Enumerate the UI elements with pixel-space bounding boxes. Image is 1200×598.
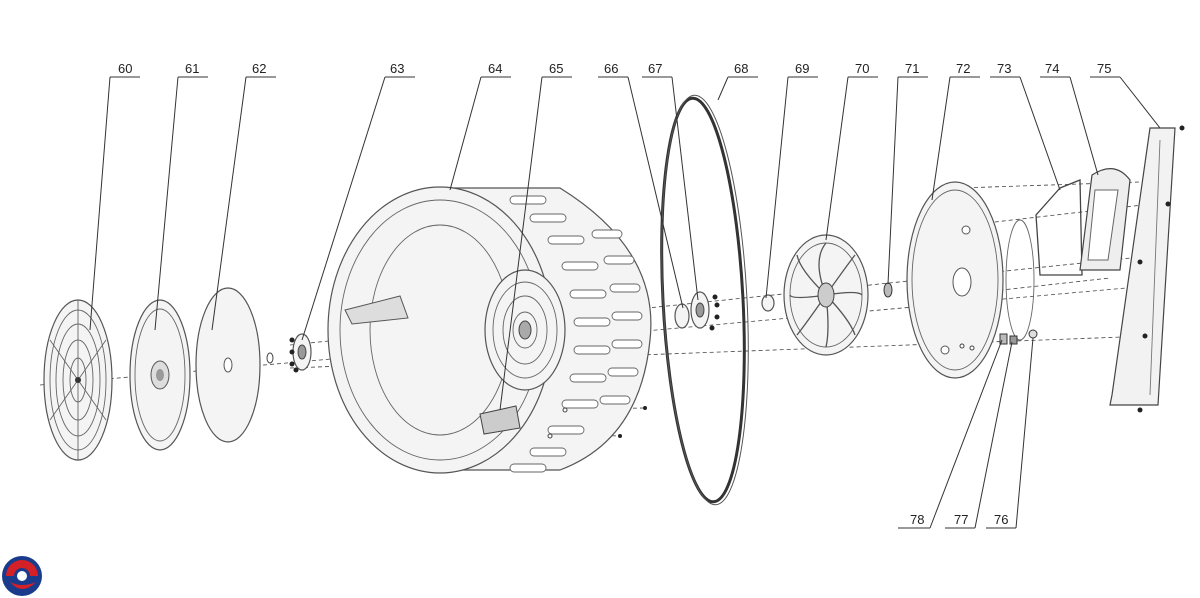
part-61-front-plate: [129, 299, 191, 451]
callout-75: 75: [1097, 61, 1111, 76]
part-64-drum: [327, 186, 652, 474]
callout-63: 63: [390, 61, 404, 76]
callout-67: 67: [648, 61, 662, 76]
part-73-gasket: [1005, 179, 1083, 341]
part-71-washer: [883, 282, 893, 298]
drum-screws: [547, 406, 647, 439]
part-65-drum-back: [479, 269, 566, 435]
part-68-drive-belt: [660, 94, 749, 506]
callout-64: 64: [488, 61, 502, 76]
callout-62: 62: [252, 61, 266, 76]
callout-66: 66: [604, 61, 618, 76]
callout-68: 68: [734, 61, 748, 76]
callout-69: 69: [795, 61, 809, 76]
callout-65: 65: [549, 61, 563, 76]
callout-73: 73: [997, 61, 1011, 76]
brand-logo-icon: [2, 556, 42, 596]
callout-labels: 60 61 62 63 64 65 66 67 68 69 70 71 72 7…: [118, 61, 1111, 527]
part-72-rear-panel: [906, 181, 1004, 379]
callout-74: 74: [1045, 61, 1059, 76]
part-66-67-rear-bearing: [674, 291, 720, 331]
callout-77: 77: [954, 512, 968, 527]
part-75-rear-bracket: [1109, 125, 1185, 413]
callout-61: 61: [185, 61, 199, 76]
callout-78: 78: [910, 512, 924, 527]
part-70-fan-impeller: [783, 234, 869, 356]
part-63-front-bearing: [289, 333, 312, 373]
callout-72: 72: [956, 61, 970, 76]
callout-60: 60: [118, 61, 132, 76]
part-76-77-78-hardware: [959, 329, 1038, 351]
part-74-air-duct: [1079, 168, 1131, 271]
callout-71: 71: [905, 61, 919, 76]
callout-76: 76: [994, 512, 1008, 527]
part-69-pulley: [761, 294, 775, 312]
part-62-disc: [195, 287, 261, 443]
callout-leaders: [89, 76, 1161, 529]
callout-70: 70: [855, 61, 869, 76]
part-60-front-grille: [43, 299, 113, 461]
